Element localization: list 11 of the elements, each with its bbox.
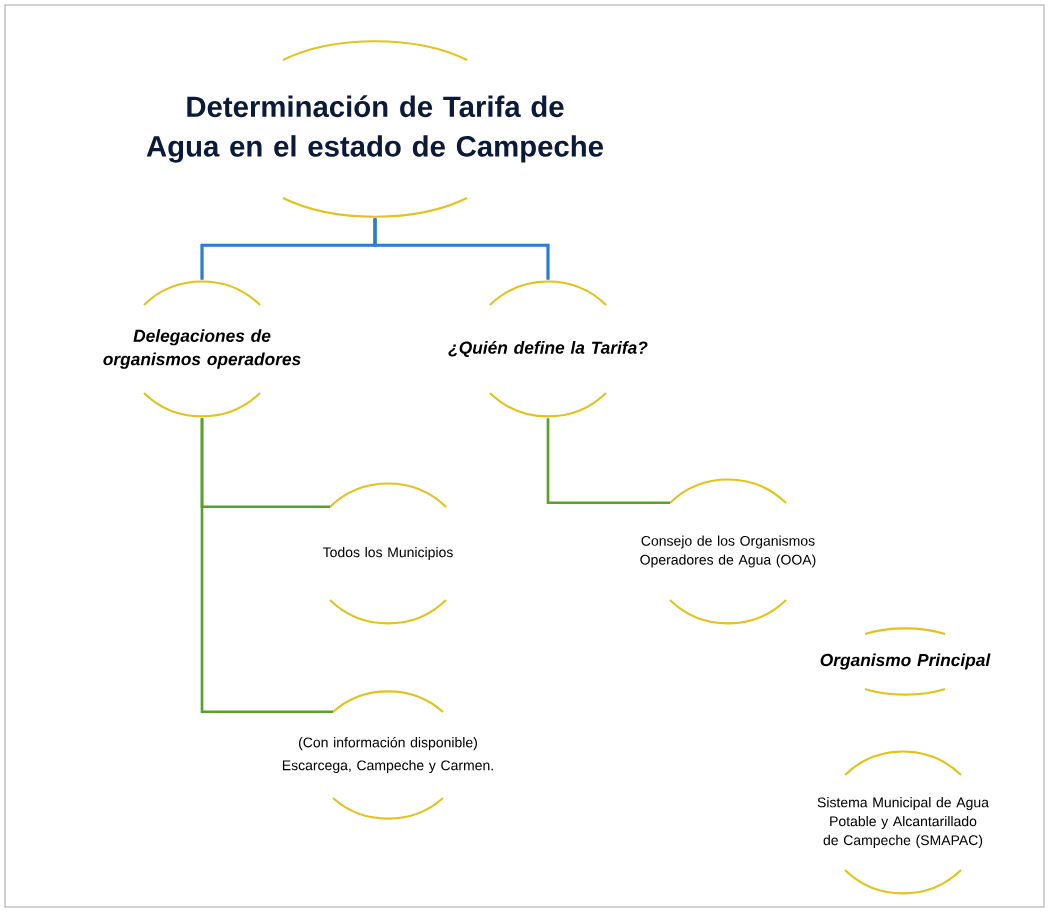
- connector: [546, 418, 670, 505]
- arc-bracket-node: Todos los Municipios: [322, 482, 453, 625]
- connector: [373, 218, 550, 280]
- arc-bracket-node: (Con información disponible) Escarcega, Campeche y Carmen.: [282, 690, 493, 820]
- arc-bracket-node: ¿Quién define la Tarifa?: [448, 280, 648, 418]
- arc-bracket-node: Determinación de Tarifa de Agua en el estado de Campeche: [146, 40, 603, 218]
- arc-bracket-node: Consejo de los Organismos Operadores de Agua (OOA): [640, 478, 816, 625]
- arc-bracket-node: Sistema Municipal de Agua Potable y Alcantarillado de Campeche (SMAPAC): [817, 750, 989, 895]
- arc-bracket-node: Organismo Principal: [820, 627, 991, 696]
- connector: [200, 418, 333, 714]
- arc-bracket-node: Delegaciones de organismos operadores: [103, 280, 301, 418]
